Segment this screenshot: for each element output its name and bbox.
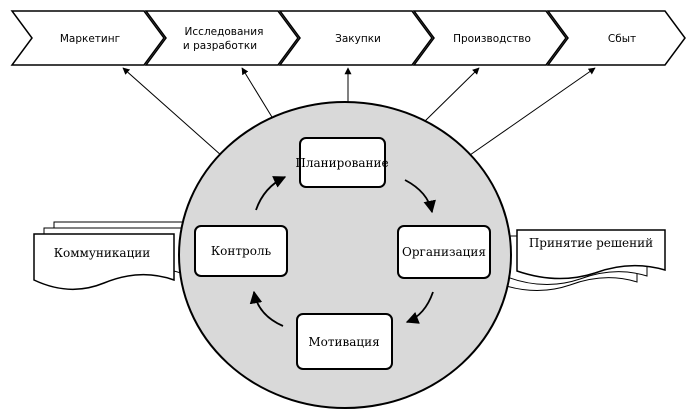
arrow-organization-to-motivation xyxy=(405,291,434,324)
management-circle xyxy=(178,101,512,409)
cycle-label: Организация xyxy=(402,245,486,259)
chevron-sales: Сбыт xyxy=(546,10,686,66)
chevron-purchasing: Закупки xyxy=(278,10,433,66)
chevron-label: Закупки xyxy=(335,33,381,45)
arrow-control-to-planning xyxy=(255,176,287,211)
arrow-planning-to-organization xyxy=(404,179,436,214)
chevron-label: Исследования xyxy=(185,26,264,38)
cycle-box-control: Контроль xyxy=(194,225,288,277)
arrow-to-production xyxy=(422,67,480,124)
side-doc-communications: Коммуникации xyxy=(33,221,195,291)
doc-label: Коммуникации xyxy=(54,246,151,260)
chevron-rnd: Исследования и разработки xyxy=(144,10,299,66)
chevron-label: Маркетинг xyxy=(60,33,120,45)
cycle-box-organization: Организация xyxy=(397,225,491,279)
side-doc-decision-making: Принятие решений xyxy=(496,229,666,292)
cycle-box-motivation: Мотивация xyxy=(296,313,393,370)
arrow-to-rnd xyxy=(241,67,276,123)
chevron-production: Производство xyxy=(412,10,567,66)
connector-arrows xyxy=(122,67,596,157)
value-chain: Маркетинг Исследования и разработки Заку… xyxy=(10,10,686,66)
chevron-label: Производство xyxy=(453,33,531,45)
chevron-label: Сбыт xyxy=(608,33,636,45)
cycle-box-planning: Планирование xyxy=(295,137,389,188)
arrow-motivation-to-control xyxy=(249,290,284,327)
cycle-label: Планирование xyxy=(295,156,388,170)
chevron-marketing: Маркетинг xyxy=(10,10,165,66)
chevron-label: и разработки xyxy=(183,40,257,52)
cycle-label: Контроль xyxy=(211,244,272,258)
cycle-label: Мотивация xyxy=(308,335,379,349)
doc-label: Принятие решений xyxy=(529,236,653,250)
arrow-to-sales xyxy=(469,67,596,156)
cycle-arrows xyxy=(249,176,436,327)
arrow-to-marketing xyxy=(122,67,223,157)
